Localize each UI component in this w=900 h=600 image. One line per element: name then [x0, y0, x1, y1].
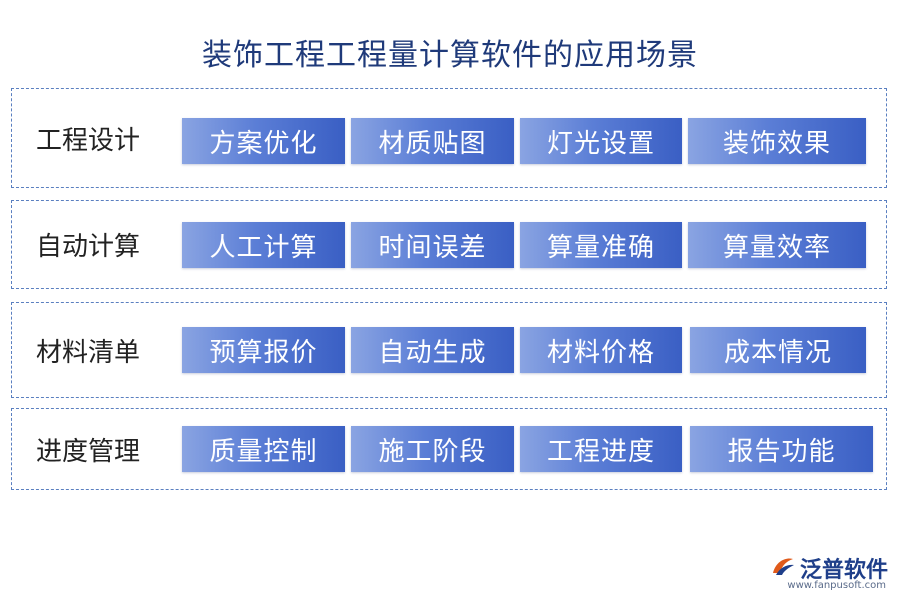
group-label: 工程设计: [36, 125, 141, 156]
group-label: 进度管理: [36, 436, 141, 467]
chip-item: 成本情况: [690, 327, 866, 373]
chip-item: 装饰效果: [688, 118, 866, 164]
brand-logo: 泛普软件: [770, 552, 888, 584]
chip-item: 预算报价: [182, 327, 345, 373]
chip-item: 算量效率: [688, 222, 866, 268]
chip-item: 灯光设置: [520, 118, 682, 164]
chip-item: 材料价格: [520, 327, 682, 373]
chip-item: 自动生成: [351, 327, 514, 373]
chip-item: 方案优化: [182, 118, 345, 164]
group-material-list: 材料清单: [11, 302, 887, 398]
chip-item: 报告功能: [690, 426, 873, 472]
fanpu-logo-icon: [770, 555, 796, 581]
chip-item: 工程进度: [520, 426, 682, 472]
chip-item: 施工阶段: [351, 426, 514, 472]
group-label: 材料清单: [36, 337, 141, 368]
logo-name: 泛普软件: [799, 558, 888, 583]
chip-item: 算量准确: [520, 222, 682, 268]
group-label: 自动计算: [36, 232, 141, 262]
chip-item: 质量控制: [182, 426, 345, 472]
chip-item: 人工计算: [182, 222, 345, 268]
group-calculation: 自动计算: [11, 200, 887, 289]
group-progress: 进度管理: [11, 408, 887, 490]
logo-url: www.fanpusoft.com: [787, 580, 886, 591]
page-title: 装饰工程工程量计算软件的应用场景: [202, 38, 698, 73]
chip-item: 材质贴图: [351, 118, 514, 164]
chip-item: 时间误差: [351, 222, 514, 268]
group-design: 工程设计: [11, 88, 887, 188]
